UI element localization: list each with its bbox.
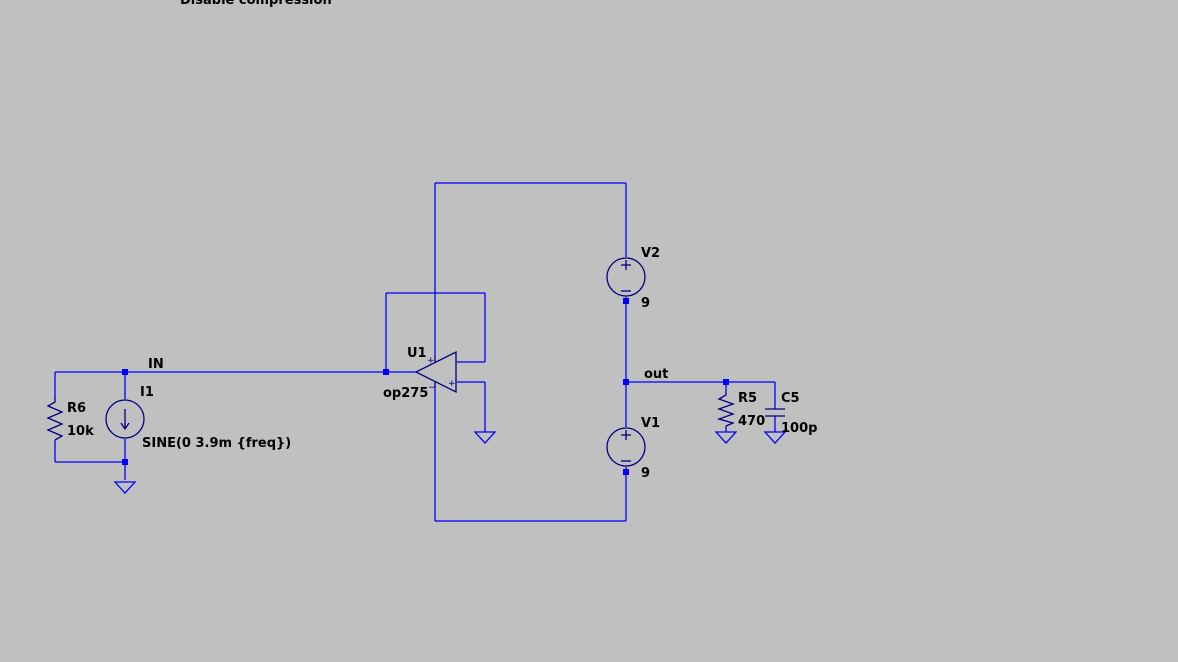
ground-r5[interactable] [714,431,738,444]
u1-ref-label[interactable]: U1 [407,346,427,361]
r5-ref-label[interactable]: R5 [738,391,757,406]
i1-ref-label[interactable]: I1 [140,385,154,400]
net-label-in[interactable]: IN [148,357,164,372]
resistor-zigzag-icon [716,392,735,427]
ground-icon [714,431,738,444]
ground-c5[interactable] [763,431,787,444]
junction-r5[interactable] [723,379,729,385]
v1-value-label[interactable]: 9 [641,466,650,481]
current-source-circle-icon [105,399,145,439]
junction-opamp-in[interactable] [383,369,389,375]
current-arrowhead-icon [120,422,130,431]
opamp-triangle-icon [414,350,457,394]
voltage-source-v1[interactable] [606,427,646,467]
u1-value-label[interactable]: op275 [383,386,428,401]
v2-value-label[interactable]: 9 [641,296,650,311]
resistor-zigzag-icon [46,397,64,441]
opamp-vminus-sign: − [428,383,436,393]
resistor-r6[interactable] [46,397,64,441]
wires [54,182,776,522]
spice-directive[interactable]: Disable compression [180,0,332,8]
junction-in[interactable] [122,369,128,375]
v1-ref-label[interactable]: V1 [641,416,660,431]
opamp-plus-input-sign: + [448,379,456,389]
i1-value-label[interactable]: SINE(0 3.9m {freq}) [142,436,291,451]
c5-value-label[interactable]: 100p [781,421,817,436]
ground-left[interactable] [113,481,137,494]
junction-gnd-left[interactable] [122,459,128,465]
junctions [122,298,729,475]
r6-value-label[interactable]: 10k [67,424,94,439]
opamp-vplus-sign: + [427,356,435,366]
junction-out[interactable] [623,379,629,385]
ground-opamp[interactable] [473,431,497,444]
junction-v1-minus[interactable] [623,469,629,475]
voltage-source-circle-icon [606,427,646,467]
v2-ref-label[interactable]: V2 [641,246,660,261]
junction-v2-minus[interactable] [623,298,629,304]
opamp-u1[interactable] [414,350,457,394]
voltage-source-circle-icon [606,257,646,297]
capacitor-c5[interactable] [765,408,785,417]
resistor-r5[interactable] [716,392,735,427]
r5-value-label[interactable]: 470 [738,414,765,429]
ground-icon [763,431,787,444]
net-label-out[interactable]: out [644,367,668,382]
ground-icon [473,431,497,444]
voltage-source-v2[interactable] [606,257,646,297]
ground-icon [113,481,137,494]
c5-ref-label[interactable]: C5 [781,391,800,406]
current-source-i1[interactable] [105,399,145,439]
r6-ref-label[interactable]: R6 [67,401,86,416]
